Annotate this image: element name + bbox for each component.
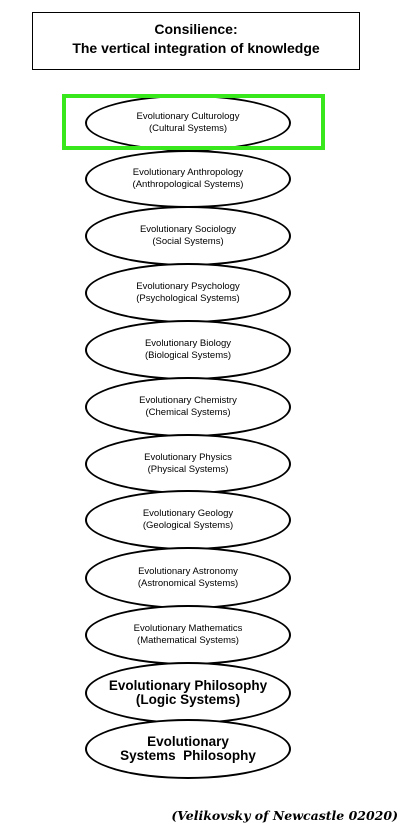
ellipse-systems-philosophy: Evolutionary Systems Philosophy xyxy=(85,719,291,779)
ellipse-biology: Evolutionary Biology (Biological Systems… xyxy=(85,320,291,380)
level-title: Evolutionary Anthropology xyxy=(132,167,244,178)
level-title: Evolutionary Mathematics xyxy=(133,623,243,634)
level-title: Evolutionary Psychology xyxy=(136,281,240,292)
ellipse-sociology: Evolutionary Sociology (Social Systems) xyxy=(85,206,291,266)
ellipse-chemistry: Evolutionary Chemistry (Chemical Systems… xyxy=(85,377,291,437)
level-subtitle: (Social Systems) xyxy=(152,236,224,247)
ellipse-anthropology: Evolutionary Anthropology (Anthropologic… xyxy=(85,150,291,208)
level-title: Evolutionary xyxy=(147,734,229,749)
level-subtitle: (Geological Systems) xyxy=(142,520,234,531)
level-title: Evolutionary Physics xyxy=(144,452,232,463)
ellipse-geology: Evolutionary Geology (Geological Systems… xyxy=(85,490,291,550)
level-subtitle: (Cultural Systems) xyxy=(148,123,228,134)
level-subtitle: (Physical Systems) xyxy=(147,464,229,475)
level-subtitle: (Astronomical Systems) xyxy=(137,578,239,589)
ellipse-philosophy: Evolutionary Philosophy (Logic Systems) xyxy=(85,662,291,724)
level-title: Evolutionary Sociology xyxy=(139,224,237,235)
level-subtitle: (Psychological Systems) xyxy=(136,293,240,304)
credit-text: (Velikovsky of Newcastle 02020) xyxy=(171,808,398,823)
ellipse-physics: Evolutionary Physics (Physical Systems) xyxy=(85,434,291,494)
level-subtitle: Systems Philosophy xyxy=(120,748,256,763)
level-title: Evolutionary Biology xyxy=(144,338,232,349)
ellipse-mathematics: Evolutionary Mathematics (Mathematical S… xyxy=(85,605,291,665)
level-title: Evolutionary Culturology xyxy=(136,111,240,122)
level-title: Evolutionary Chemistry xyxy=(139,395,237,406)
highlight-box xyxy=(62,94,325,150)
title-line-1: Consilience: xyxy=(154,21,238,37)
title-box: Consilience: The vertical integration of… xyxy=(32,12,360,70)
ellipse-astronomy: Evolutionary Astronomy (Astronomical Sys… xyxy=(85,547,291,609)
level-subtitle: (Mathematical Systems) xyxy=(137,635,239,646)
level-title: Evolutionary Geology xyxy=(142,508,234,519)
level-subtitle: (Anthropological Systems) xyxy=(132,179,244,190)
level-title: Evolutionary Astronomy xyxy=(138,566,238,577)
level-title: Evolutionary Philosophy xyxy=(108,678,268,693)
level-subtitle: (Biological Systems) xyxy=(144,350,232,361)
level-subtitle: (Chemical Systems) xyxy=(145,407,231,418)
level-subtitle: (Logic Systems) xyxy=(135,692,241,707)
title-line-2: The vertical integration of knowledge xyxy=(72,40,320,56)
ellipse-psychology: Evolutionary Psychology (Psychological S… xyxy=(85,263,291,323)
